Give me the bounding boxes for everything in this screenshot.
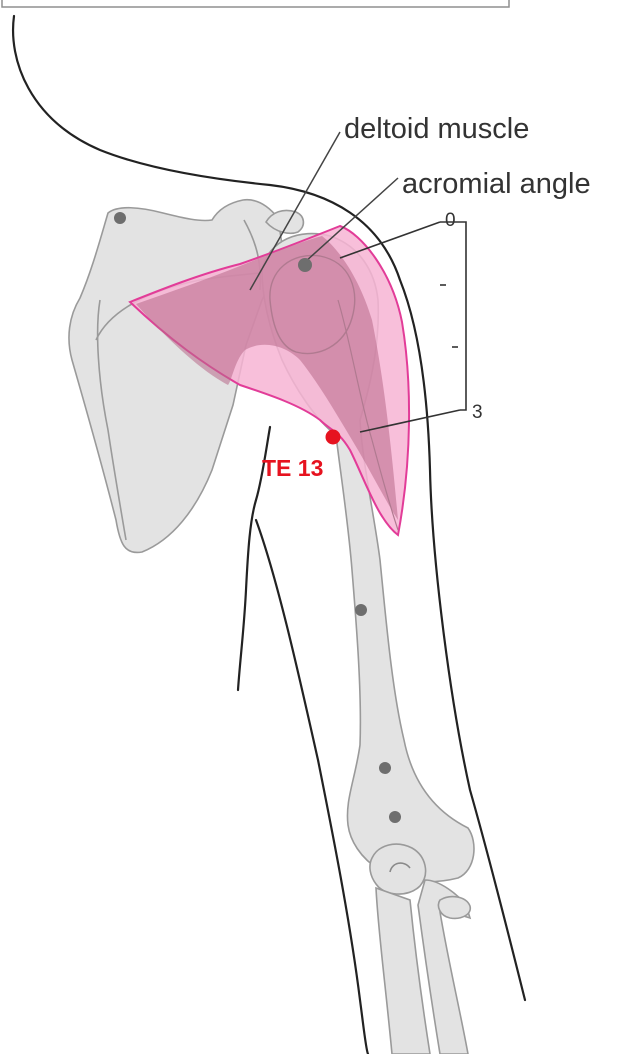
- scale-bracket: [440, 222, 466, 410]
- te13-label: TE 13: [262, 455, 323, 481]
- humerus-landmark-dot-2: [379, 762, 391, 774]
- deltoid-muscle-label: deltoid muscle: [344, 113, 529, 145]
- te13-point-marker: [326, 430, 341, 445]
- scapula-landmark-dot: [114, 212, 126, 224]
- top-frame-border: [2, 0, 509, 7]
- ulna-head-cap: [438, 897, 470, 919]
- acromial-angle-dot: [298, 258, 312, 272]
- humerus-landmark-dot-1: [355, 604, 367, 616]
- scale-label-3: 3: [472, 402, 483, 423]
- humerus-landmark-dot-3: [389, 811, 401, 823]
- acromial-angle-label: acromial angle: [402, 168, 591, 200]
- elbow-joint: [370, 844, 426, 894]
- scale-label-0: 0: [445, 210, 456, 231]
